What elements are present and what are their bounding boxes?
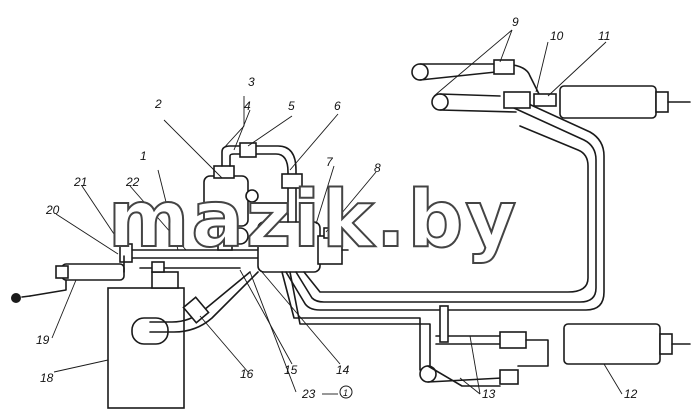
callout-2: 2 xyxy=(154,97,162,111)
callout-21: 21 xyxy=(73,175,87,189)
callout-1: 1 xyxy=(140,149,147,163)
control-lever xyxy=(11,255,125,303)
distributor-valve xyxy=(231,221,349,273)
main-shaft xyxy=(119,243,261,273)
callout-9: 9 xyxy=(512,15,519,29)
circled-callout-1: 1 xyxy=(343,388,348,398)
callout-19: 19 xyxy=(36,333,50,347)
callout-5: 5 xyxy=(288,99,295,113)
callout-6: 6 xyxy=(334,99,341,113)
callout-18: 18 xyxy=(40,371,54,385)
pressure-pipe xyxy=(221,142,303,223)
callout-3: 3 xyxy=(248,75,255,89)
upper-cylinders xyxy=(411,59,691,119)
callout-16: 16 xyxy=(240,367,254,381)
callout-15: 15 xyxy=(284,363,298,377)
callout-22: 22 xyxy=(125,175,140,189)
leader-lines xyxy=(51,29,623,395)
callout-labels: 1 2 3 4 5 6 7 8 9 10 11 12 13 14 15 16 1… xyxy=(36,15,638,401)
hydraulic-lines xyxy=(281,99,605,371)
callout-4: 4 xyxy=(244,99,251,113)
circled-callout-ring xyxy=(339,385,353,399)
callout-13: 13 xyxy=(482,387,496,401)
callout-11: 11 xyxy=(598,29,610,43)
callout-14: 14 xyxy=(336,363,350,377)
oil-tank xyxy=(107,271,185,409)
callout-8: 8 xyxy=(374,161,381,175)
callout-7: 7 xyxy=(326,155,334,169)
callout-20: 20 xyxy=(45,203,60,217)
callout-23: 23 xyxy=(301,387,316,401)
watermark: mazik.by xyxy=(108,175,518,265)
callout-12: 12 xyxy=(624,387,638,401)
lower-cylinders xyxy=(419,305,691,387)
callout-10: 10 xyxy=(550,29,564,43)
suction-pipe xyxy=(149,271,259,333)
